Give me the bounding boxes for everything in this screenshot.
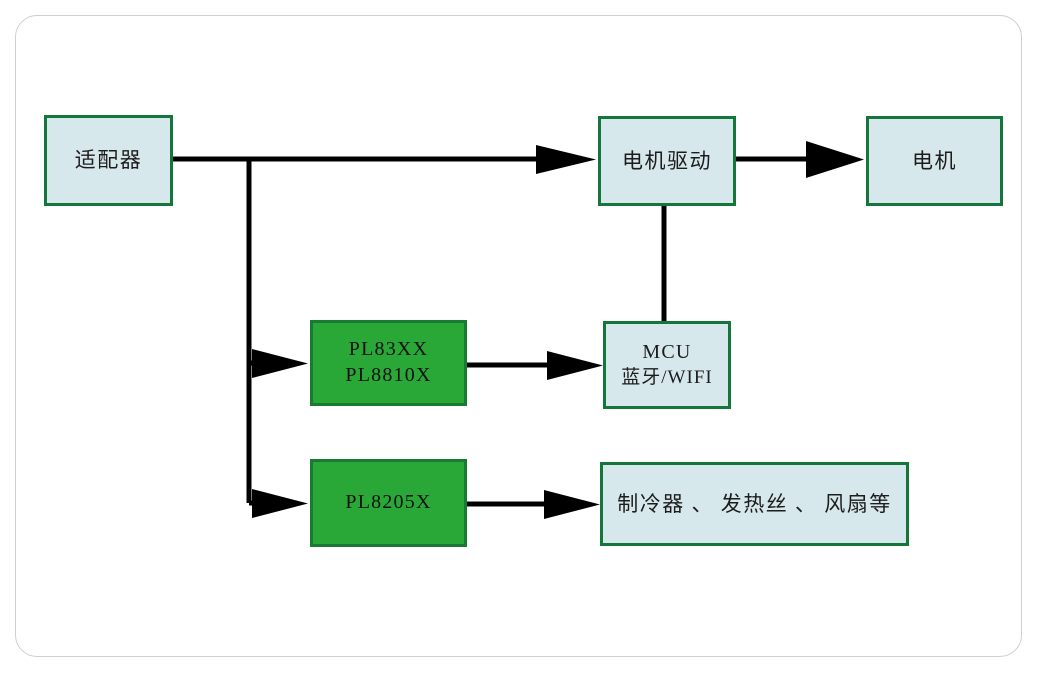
node-pl83xx-label-line2: PL8810X — [345, 364, 432, 386]
node-mcu-label-line1: MCU — [642, 341, 692, 364]
node-adapter-label: 适配器 — [74, 148, 143, 173]
diagram-outer-frame — [15, 15, 1022, 657]
node-motor[interactable]: 电机 — [866, 116, 1003, 206]
node-pl83xx-label-line1: PL83XX — [348, 338, 429, 361]
node-adapter[interactable]: 适配器 — [44, 115, 173, 206]
node-pl83xx[interactable]: PL83XX PL8810X — [310, 320, 467, 406]
node-pl8205x-label: PL8205X — [345, 491, 432, 514]
node-pl8205x[interactable]: PL8205X — [310, 459, 467, 547]
node-loads-label: 制冷器 、 发热丝 、 风扇等 — [617, 491, 892, 516]
node-motor-label: 电机 — [912, 148, 957, 173]
node-mcu[interactable]: MCU 蓝牙/WIFI — [603, 321, 731, 409]
node-mcu-label-line2: 蓝牙/WIFI — [621, 366, 713, 388]
node-motor-driver-label: 电机驱动 — [622, 148, 712, 173]
node-loads[interactable]: 制冷器 、 发热丝 、 风扇等 — [600, 462, 909, 546]
node-motor-driver[interactable]: 电机驱动 — [598, 116, 736, 206]
